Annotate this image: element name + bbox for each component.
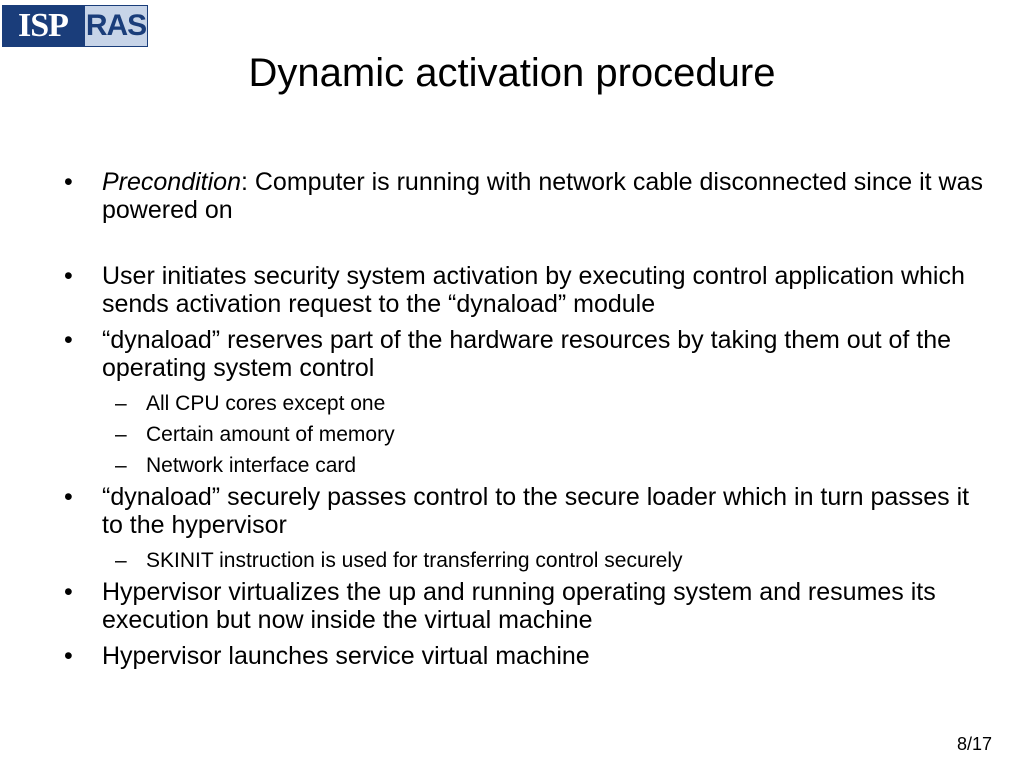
bullet-text: User initiates security system activatio… bbox=[102, 262, 965, 318]
sub-item: – All CPU cores except one bbox=[64, 390, 994, 417]
bullet-dynaload-passes: • “dynaload” securely passes control to … bbox=[64, 483, 994, 539]
bullet-precondition: • Precondition: Computer is running with… bbox=[64, 168, 994, 224]
sub-item-text: Certain amount of memory bbox=[146, 423, 395, 446]
bullet-icon: • bbox=[64, 262, 73, 290]
logo-ras: RAS bbox=[83, 6, 147, 46]
dash-icon: – bbox=[115, 423, 127, 446]
bullet-icon: • bbox=[64, 642, 73, 670]
bullet-text: “dynaload” reserves part of the hardware… bbox=[102, 326, 952, 382]
sub-item-text: Network interface card bbox=[146, 454, 357, 477]
bullet-list: • Precondition: Computer is running with… bbox=[64, 168, 994, 678]
bullet-text: : Computer is running with network cable… bbox=[102, 168, 984, 224]
sub-item-text: All CPU cores except one bbox=[146, 392, 386, 415]
sub-item-text: SKINIT instruction is used for transferr… bbox=[146, 549, 683, 572]
sub-item: – SKINIT instruction is used for transfe… bbox=[64, 547, 994, 574]
bullet-icon: • bbox=[64, 483, 73, 511]
bullet-hypervisor-virtualizes: • Hypervisor virtualizes the up and runn… bbox=[64, 578, 994, 634]
sub-item: – Network interface card bbox=[64, 452, 994, 479]
bullet-icon: • bbox=[64, 578, 73, 606]
bullet-icon: • bbox=[64, 326, 73, 354]
sub-item: – Certain amount of memory bbox=[64, 421, 994, 448]
bullet-hypervisor-launches: • Hypervisor launches service virtual ma… bbox=[64, 642, 994, 670]
dash-icon: – bbox=[115, 549, 127, 572]
bullet-text: “dynaload” securely passes control to th… bbox=[102, 483, 970, 539]
slide-title: Dynamic activation procedure bbox=[248, 51, 776, 95]
bullet-icon: • bbox=[64, 168, 73, 196]
isp-ras-logo: ISP RAS bbox=[2, 5, 148, 47]
bullet-dynaload-reserves: • “dynaload” reserves part of the hardwa… bbox=[64, 326, 994, 382]
dash-icon: – bbox=[115, 454, 127, 477]
page-number: 8/17 bbox=[956, 734, 992, 754]
bullet-text: Hypervisor virtualizes the up and runnin… bbox=[102, 578, 936, 634]
logo-isp: ISP bbox=[3, 6, 83, 46]
bullet-text: Hypervisor launches service virtual mach… bbox=[102, 642, 590, 670]
bullet-user-initiates: • User initiates security system activat… bbox=[64, 262, 994, 318]
precondition-label: Precondition bbox=[102, 168, 241, 196]
dash-icon: – bbox=[115, 392, 127, 415]
